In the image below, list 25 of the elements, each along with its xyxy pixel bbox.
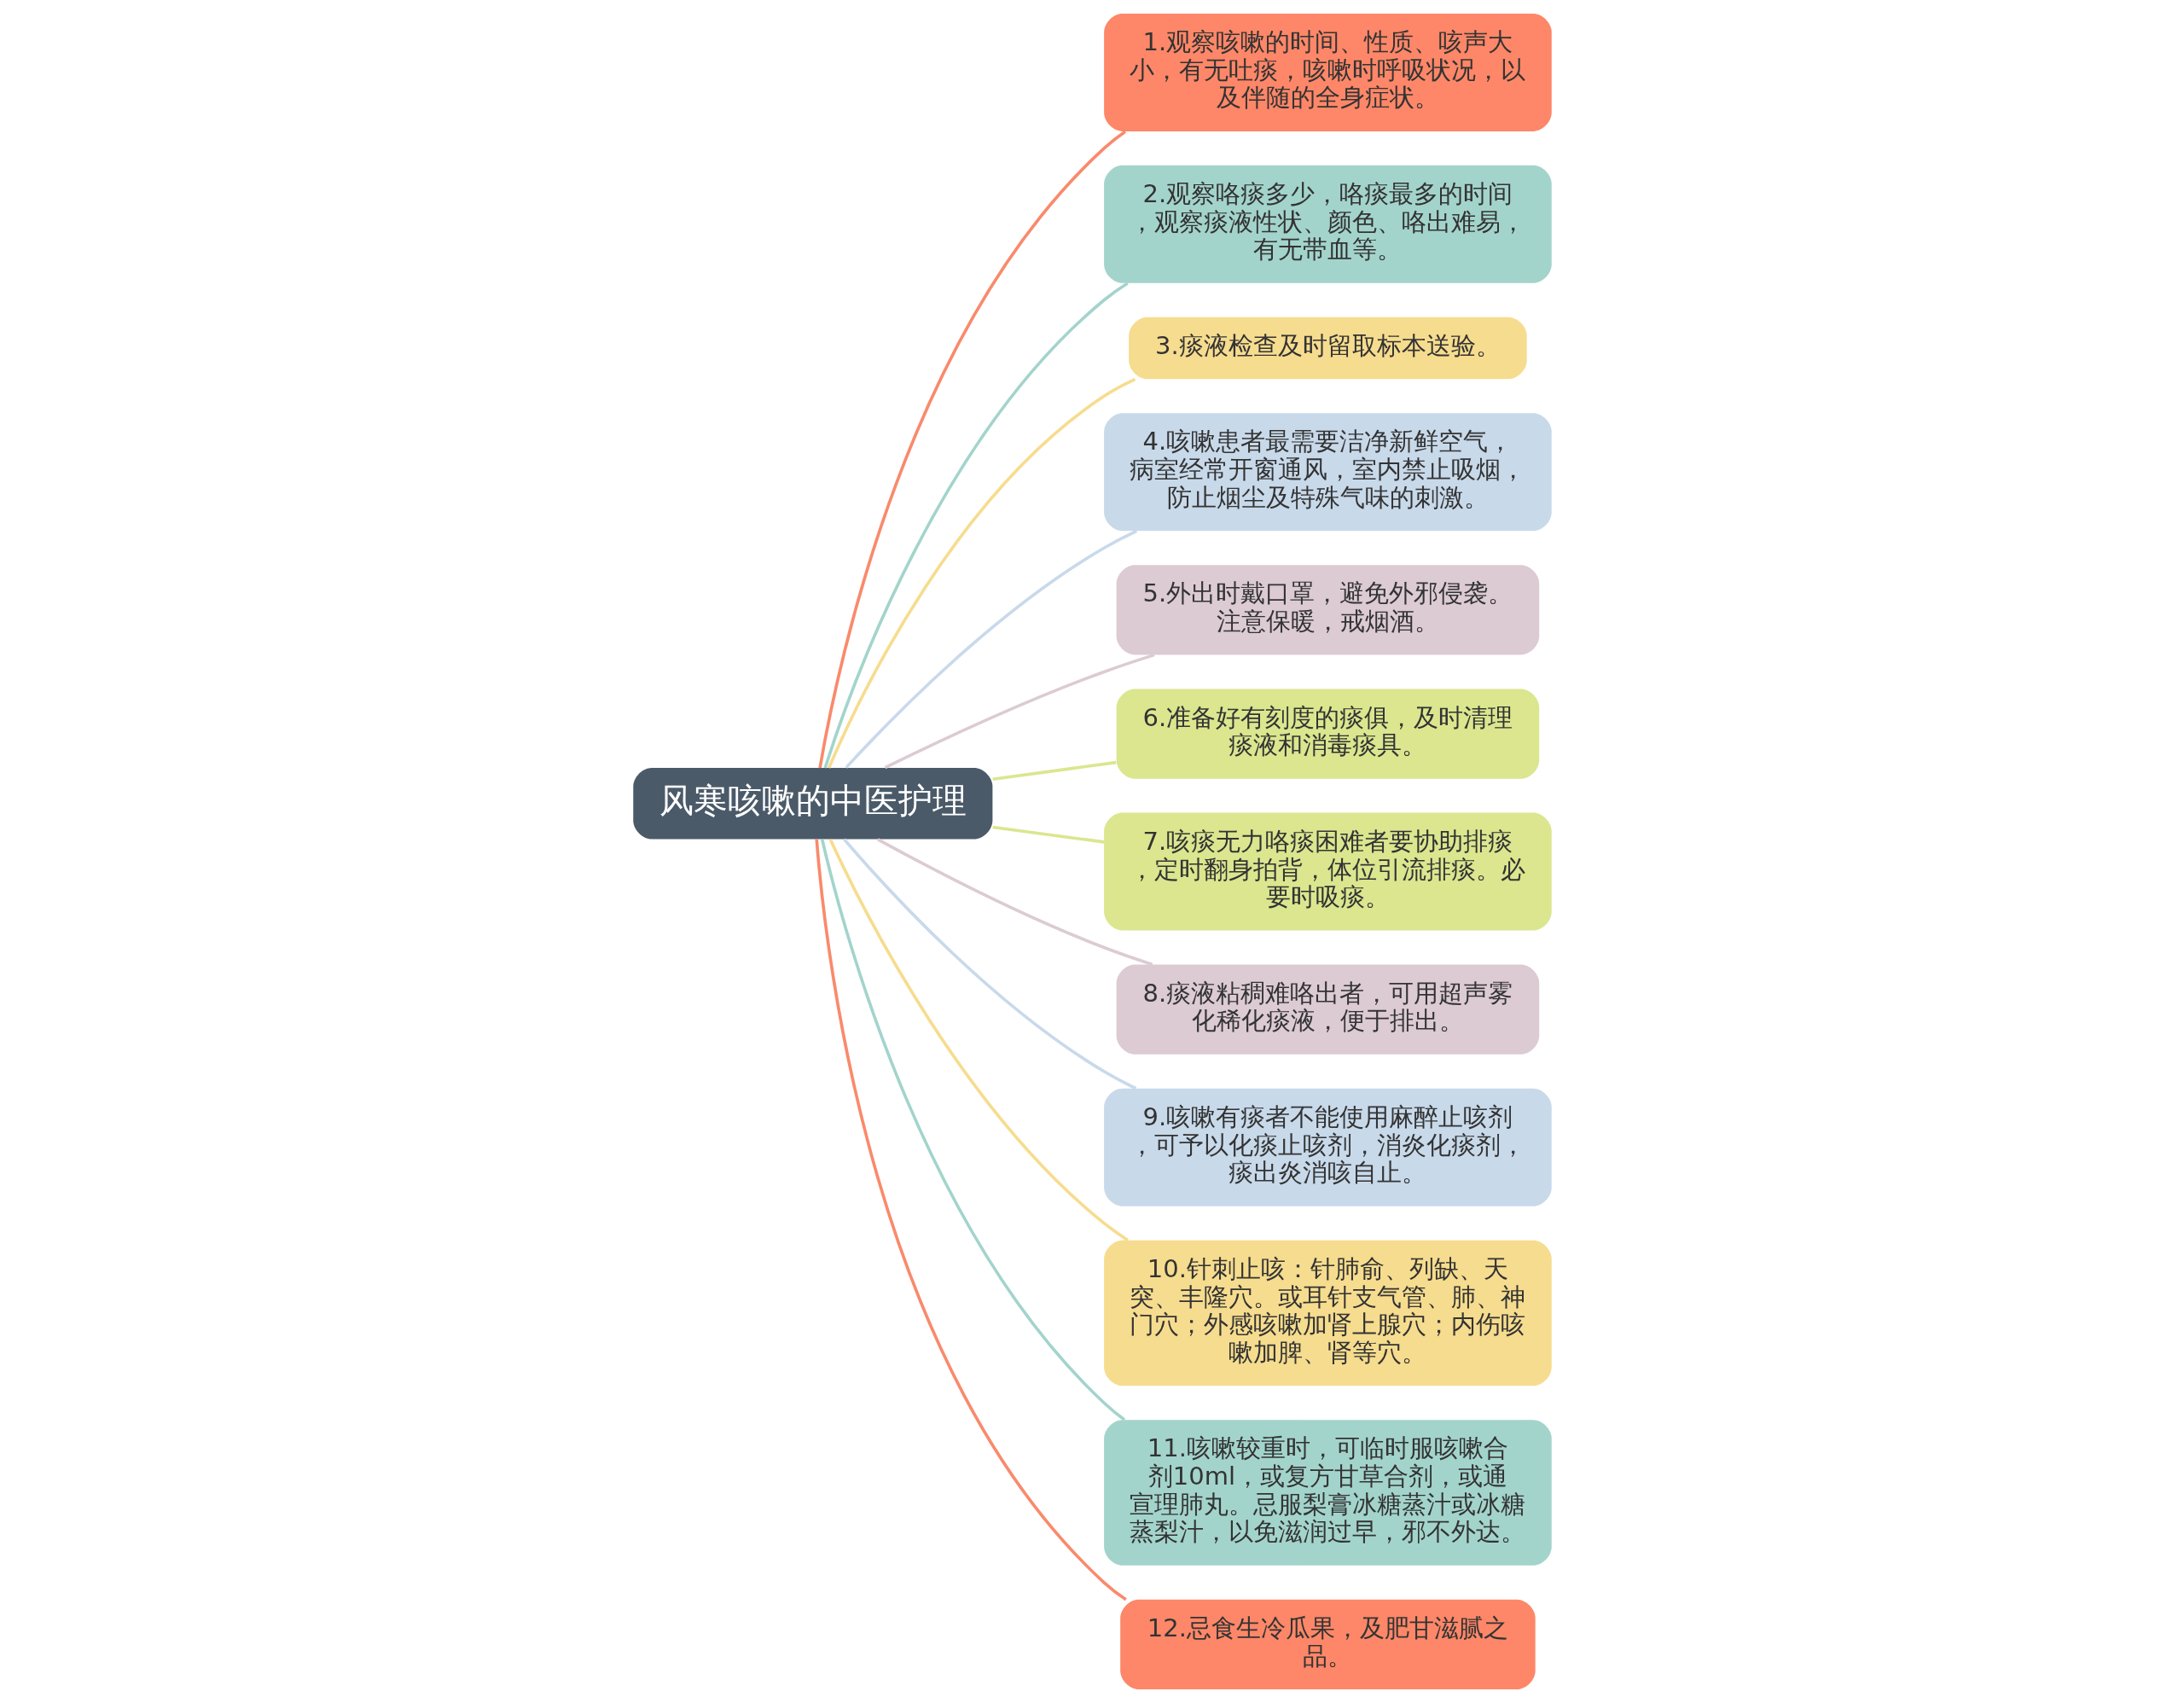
node-box: 6.准备好有刻度的痰俱，及时清理痰液和消毒痰具。 [1116, 689, 1539, 779]
connector [991, 760, 1116, 782]
connector [991, 825, 1104, 844]
connector [817, 130, 1126, 769]
connector [820, 839, 1125, 1421]
connector [876, 838, 1153, 967]
node-box: 12.忌食生冷瓜果，及肥甘滋腻之品。 [1119, 1599, 1536, 1690]
connector [822, 282, 1129, 769]
node-box: 8.痰液粘稠难咯出者，可用超声雾化稀化痰液，便于排出。 [1116, 964, 1539, 1055]
connector [814, 839, 1127, 1601]
node-box: 7.咳痰无力咯痰困难者要协助排痰，定时翻身拍背，体位引流排痰。必要时吸痰。 [1103, 812, 1552, 931]
connector [828, 839, 1129, 1241]
node-box: 2.观察咯痰多少，咯痰最多的时间，观察痰液性状、颜色、咯出难易，有无带血等。 [1103, 165, 1552, 283]
node-box: 4.咳嗽患者最需要洁净新鲜空气，病室经常开窗通风，室内禁止吸烟，防止烟尘及特殊气味的刺激。 [1103, 413, 1552, 532]
node-box: 10.针刺止咳：针肺俞、列缺、天突、丰隆穴。或耳针支气管、肺、神门穴；外感咳嗽加肾上腺穴；内伤咳嗽加脾、肾等穴。 [1103, 1240, 1552, 1386]
node-box: 1.观察咳嗽的时间、性质、咳声大小，有无吐痰，咳嗽时呼吸状况，以及伴随的全身症状。 [1103, 13, 1552, 131]
node-box: 风寒咳嗽的中医护理 [632, 767, 992, 840]
connector [827, 377, 1136, 769]
node-box: 5.外出时戴口罩，避免外邪侵袭。注意保暖，戒烟酒。 [1116, 565, 1539, 655]
connector [842, 838, 1136, 1090]
node-box: 9.咳嗽有痰者不能使用麻醉止咳剂，可予以化痰止咳剂，消炎化痰剂，痰出炎消咳自止。 [1103, 1088, 1552, 1206]
connector [884, 653, 1155, 770]
node-box: 3.痰液检查及时留取标本送验。 [1128, 317, 1527, 380]
node-box: 11.咳嗽较重时，可临时服咳嗽合剂10ml，或复方甘草合剂，或通宣理肺丸。忌服梨膏冰糖蒸汁或冰糖蒸梨汁，以免滋润过早，邪不外达。 [1103, 1420, 1552, 1566]
connector [845, 529, 1137, 769]
